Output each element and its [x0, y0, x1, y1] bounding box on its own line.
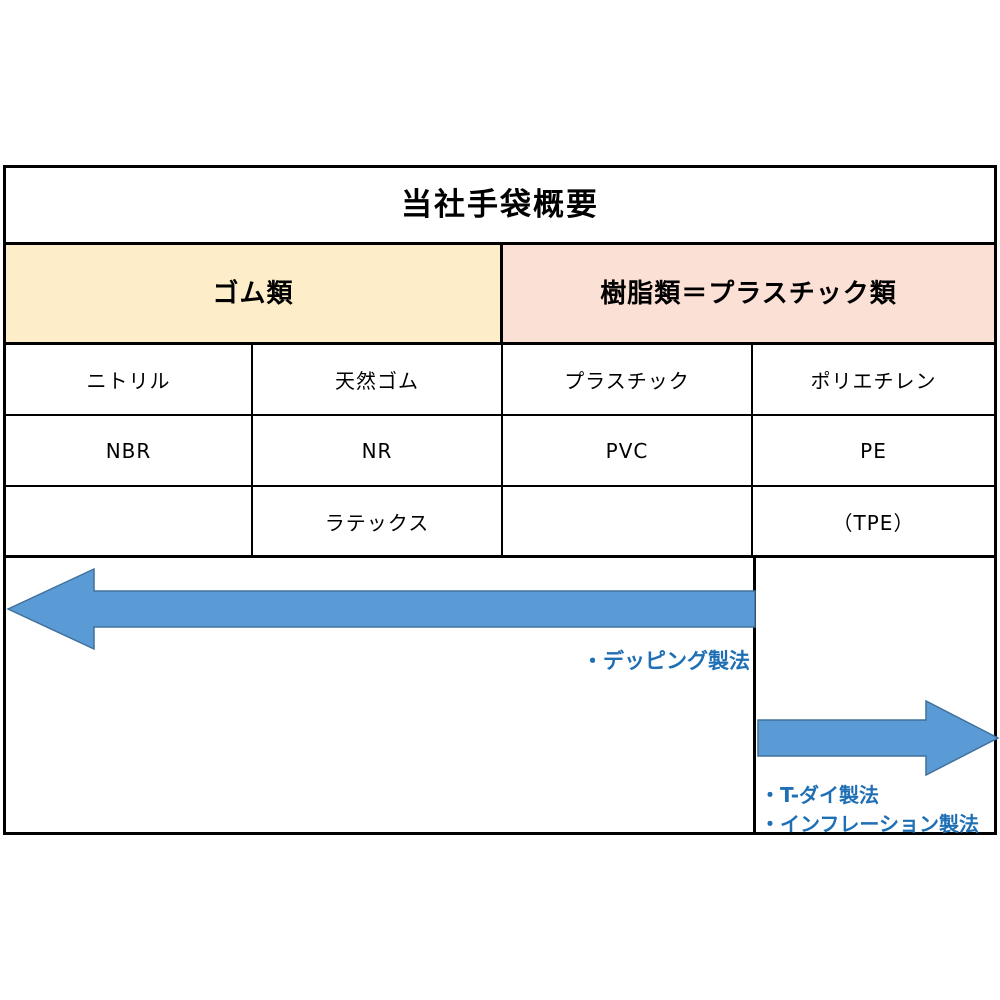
t-die-process-label: ・T-ダイ製法 [760, 783, 880, 807]
process-arrow-region: ・デッピング製法 ・T-ダイ製法 ・インフレーション製法 [6, 558, 1000, 836]
left-arrow-icon [6, 566, 756, 652]
category-label-resin: 樹脂類＝プラスチック類 [600, 278, 897, 309]
table-cell [503, 487, 753, 555]
table-cell: NR [253, 416, 503, 485]
category-header-row: ゴム類 樹脂類＝プラスチック類 [6, 245, 994, 345]
category-cell-rubber: ゴム類 [6, 245, 503, 342]
category-label-rubber: ゴム類 [212, 278, 294, 309]
table-cell: PE [860, 438, 887, 463]
page-title: 当社手袋概要 [401, 186, 599, 223]
table-cell: （TPE） [832, 510, 915, 535]
table-cell: NBR [6, 416, 253, 485]
table-cell: PVC [503, 416, 753, 485]
table-row: ニトリル 天然ゴム プラスチック ポリエチレン [6, 345, 994, 416]
dipping-process-label: ・デッピング製法 [582, 649, 750, 673]
extrusion-process-labels: ・T-ダイ製法 ・インフレーション製法 [760, 781, 1000, 839]
table-cell: ニトリル [6, 345, 253, 414]
material-table: ニトリル 天然ゴム プラスチック ポリエチレン NBR NR PVC PE ラテ… [6, 345, 994, 558]
table-cell [6, 487, 253, 555]
table-cell: プラスチック [503, 345, 753, 414]
glove-overview-diagram: 当社手袋概要 ゴム類 樹脂類＝プラスチック類 ニトリル 天然ゴム プラスチック … [3, 165, 1000, 836]
diagram-title-row: 当社手袋概要 [6, 168, 994, 245]
arrow-region-divider [753, 558, 756, 832]
category-cell-resin: 樹脂類＝プラスチック類 [503, 245, 994, 342]
table-cell: ラテックス [253, 487, 503, 555]
right-arrow-icon [756, 699, 1000, 777]
table-cell: ポリエチレン [810, 369, 937, 393]
table-cell: 天然ゴム [253, 345, 503, 414]
table-row: NBR NR PVC PE [6, 416, 994, 487]
inflation-process-label: ・インフレーション製法 [760, 812, 979, 836]
table-row: ラテックス （TPE） [6, 487, 994, 558]
